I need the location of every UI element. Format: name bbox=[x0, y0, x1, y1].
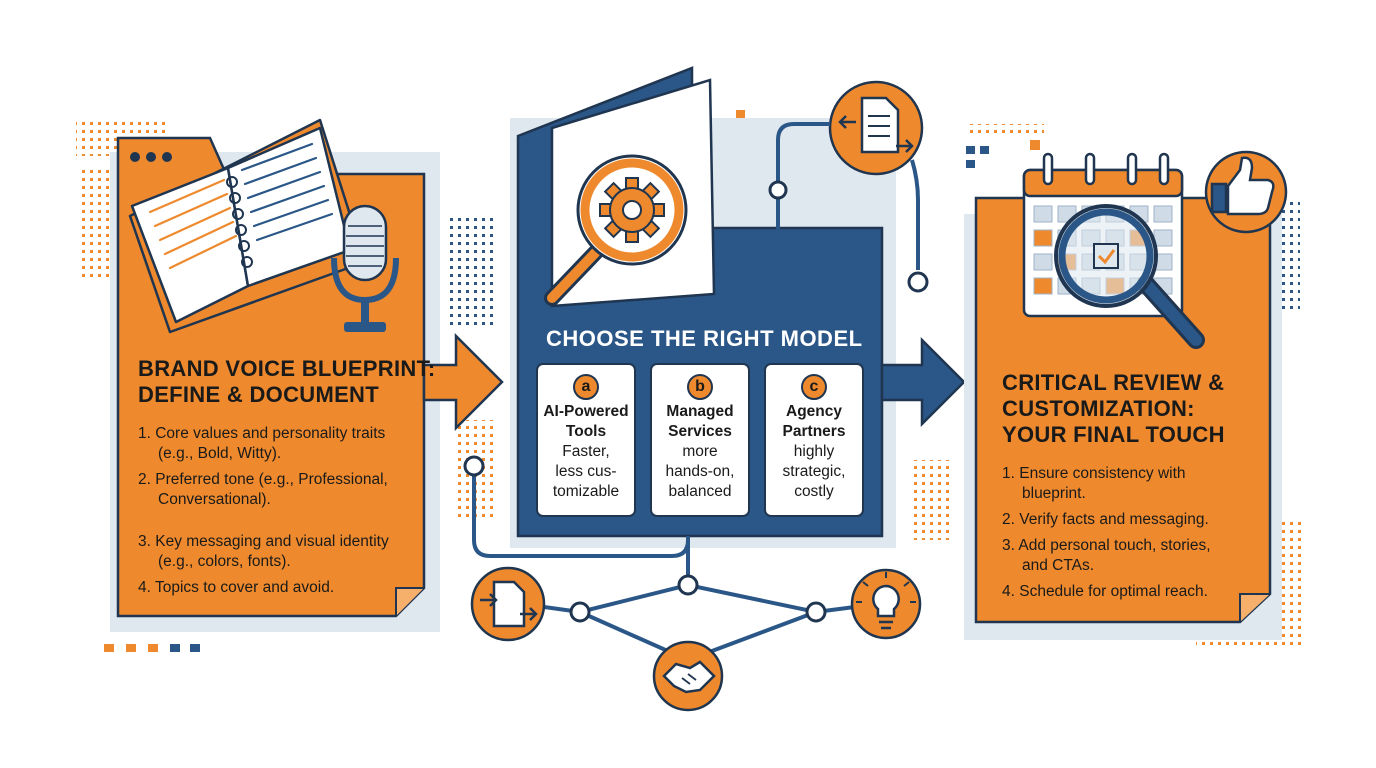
left-list: 1. Core values and personality traits(e.… bbox=[138, 424, 420, 604]
arrow-center-to-right bbox=[880, 336, 966, 428]
lightbulb-icon bbox=[850, 568, 922, 640]
card-name-line: Managed bbox=[666, 403, 734, 420]
right-title-line: YOUR FINAL TOUCH bbox=[1002, 422, 1225, 447]
card-name-line: Services bbox=[668, 423, 732, 440]
card-letter: a bbox=[581, 378, 591, 395]
model-cards bbox=[536, 363, 864, 517]
list-item: 2. Verify facts and messaging. bbox=[1002, 511, 1209, 528]
card-desc-line: strategic, bbox=[782, 463, 846, 480]
card-desc-line: balanced bbox=[668, 483, 732, 500]
list-item: 3. Key messaging and visual identity(e.g… bbox=[138, 533, 389, 570]
magnifier-icon bbox=[1054, 204, 1205, 349]
letter-badge bbox=[573, 374, 599, 400]
card-desc-line: costly bbox=[794, 483, 834, 500]
card-name-line: Tools bbox=[565, 423, 607, 440]
letter-badge bbox=[687, 374, 713, 400]
arrow-left-to-center bbox=[422, 332, 504, 432]
document-exchange-icon bbox=[828, 80, 924, 176]
list-item: 2. Preferred tone (e.g., Professional,Co… bbox=[138, 471, 388, 508]
card-name-line: Agency bbox=[786, 403, 842, 420]
center-title: CHOOSE THE RIGHT MODEL bbox=[546, 326, 863, 351]
card-desc-line: highly bbox=[793, 443, 835, 460]
document-exchange-icon bbox=[470, 566, 546, 642]
open-book-icon bbox=[128, 118, 367, 334]
list-item: 3. Add personal touch, stories,and CTAs. bbox=[1002, 537, 1211, 574]
list-item: 4. Schedule for optimal reach. bbox=[1002, 583, 1208, 600]
left-title: BRAND VOICE BLUEPRINT: DEFINE & DOCUMENT bbox=[138, 356, 436, 408]
card-desc-line: Faster, bbox=[562, 443, 610, 460]
card-desc-line: less cus- bbox=[555, 463, 617, 480]
card-name-line: Partners bbox=[782, 423, 846, 440]
card-agency-partners bbox=[764, 363, 864, 517]
card-desc-line: more bbox=[682, 443, 718, 460]
list-item: 4. Topics to cover and avoid. bbox=[138, 579, 335, 596]
right-title: CRITICAL REVIEW & CUSTOMIZATION: YOUR FI… bbox=[1002, 370, 1225, 448]
thumbs-up-icon bbox=[1204, 150, 1288, 234]
connector-nodes bbox=[463, 180, 929, 623]
card-managed-services bbox=[650, 363, 750, 517]
list-item: 1. Core values and personality traits(e.… bbox=[138, 425, 386, 462]
letter-badge bbox=[801, 374, 827, 400]
card-letter: c bbox=[809, 378, 819, 395]
card-desc-line: tomizable bbox=[552, 483, 620, 500]
window-dots-icon bbox=[130, 152, 172, 162]
right-title-line: CRITICAL REVIEW & bbox=[1002, 370, 1225, 395]
card-desc-line: hands-on, bbox=[665, 463, 735, 480]
left-title-line: BRAND VOICE BLUEPRINT: bbox=[138, 356, 436, 381]
microphone-icon bbox=[331, 204, 399, 332]
card-ai-powered-tools bbox=[536, 363, 636, 517]
magnifier-gear-icon bbox=[544, 154, 688, 306]
handshake-icon bbox=[652, 640, 724, 712]
right-title-line: CUSTOMIZATION: bbox=[1002, 396, 1195, 421]
card-name-line: AI-Powered bbox=[543, 403, 629, 420]
left-title-line: DEFINE & DOCUMENT bbox=[138, 382, 379, 407]
card-letter: b bbox=[695, 378, 705, 395]
